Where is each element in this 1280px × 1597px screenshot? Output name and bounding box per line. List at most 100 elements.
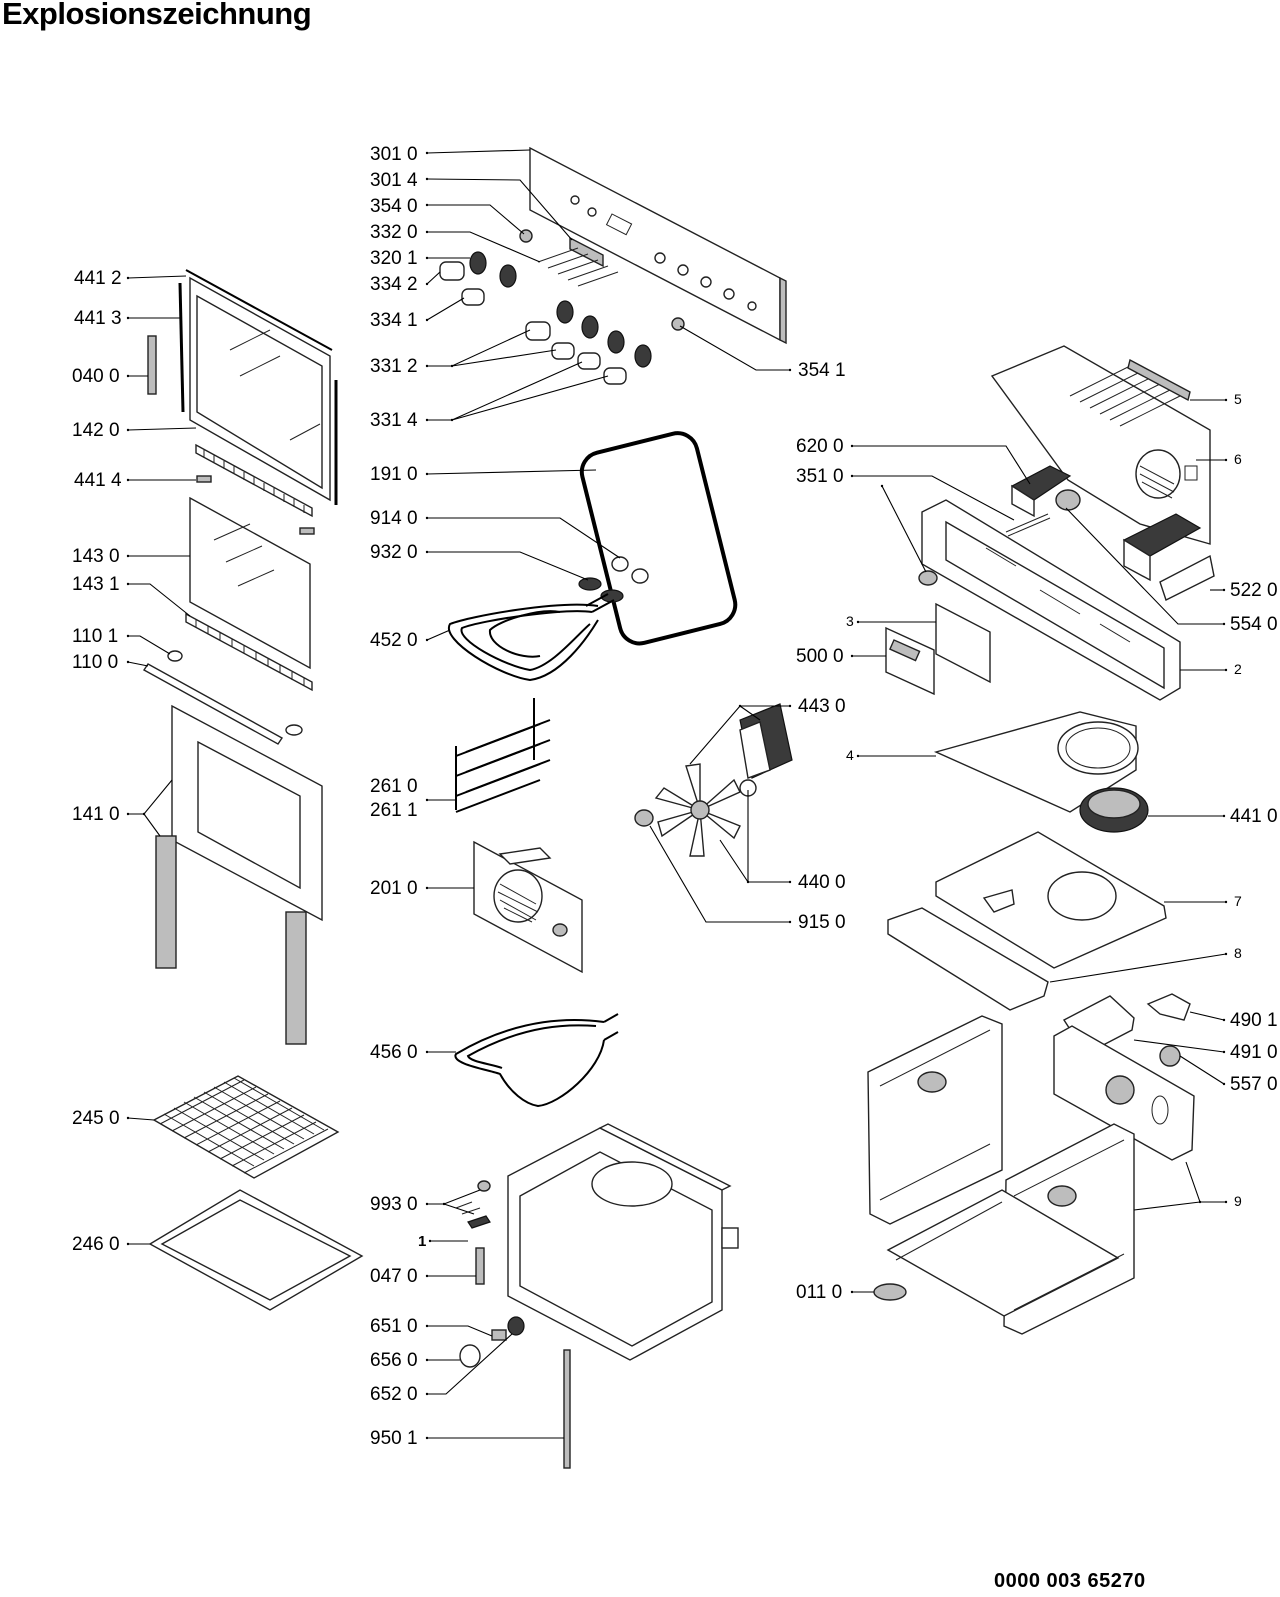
leader-line (443, 1203, 475, 1215)
leader-line (427, 1189, 481, 1205)
callout-label: 143 1 (72, 574, 120, 595)
leader-anchor (788, 920, 792, 924)
leader-anchor (425, 282, 429, 286)
leader-anchor (856, 620, 860, 624)
part-oven-cavity (507, 1123, 739, 1361)
leader-anchor (126, 276, 130, 280)
leader-anchor (126, 1116, 130, 1120)
leader-anchor (126, 1242, 130, 1246)
callout-label: 950 1 (370, 1428, 418, 1449)
leader-anchor (126, 554, 130, 558)
callout-label: 331 2 (370, 356, 418, 377)
part-glass-holder-bottom (185, 612, 313, 692)
part-nuts-and-sockets (578, 556, 649, 603)
part-fan-motor (739, 703, 793, 797)
leader-anchor (1222, 588, 1226, 592)
callout-label: 522 0 (1230, 580, 1278, 601)
callout-label: 047 0 (370, 1266, 418, 1287)
leader-line (427, 361, 583, 421)
callout-label: 3 (846, 613, 854, 629)
callout-label: 110 1 (72, 626, 118, 647)
callout-label: 441 3 (74, 308, 122, 329)
leader-anchor (428, 1239, 432, 1243)
callout-label: 441 0 (1230, 806, 1278, 827)
leader-line (1049, 953, 1227, 983)
callout-label: 7 (1234, 893, 1242, 909)
leader-line (426, 149, 531, 154)
part-top-cover-and-cooling (990, 345, 1211, 545)
callout-label: 652 0 (370, 1384, 418, 1405)
leader-anchor (425, 151, 429, 155)
part-side-racks (455, 698, 551, 813)
leader-anchor (126, 812, 130, 816)
leader-anchor (856, 754, 860, 758)
callout-label: 914 0 (370, 508, 418, 529)
callout-label: 334 2 (370, 274, 418, 295)
callout-label: 141 0 (72, 804, 120, 825)
callout-label: 8 (1234, 945, 1242, 961)
leader-line (427, 1333, 513, 1395)
leader-line (127, 275, 187, 279)
part-spacer (196, 475, 212, 483)
leader-line (451, 349, 557, 367)
leader-anchor (1224, 668, 1228, 672)
leader-anchor (425, 230, 429, 234)
leader-lines (126, 149, 1228, 1440)
leader-line (128, 779, 173, 815)
leader-line (1185, 1161, 1226, 1203)
leader-anchor (425, 516, 429, 520)
leader-line (1189, 1011, 1225, 1021)
part-oven-gasket (579, 431, 738, 646)
leader-line (127, 1117, 155, 1121)
callout-label: 456 0 (370, 1042, 418, 1063)
callout-label: 5 (1234, 391, 1242, 407)
leader-anchor (425, 1050, 429, 1054)
callout-label: 143 0 (72, 546, 120, 567)
part-bottom-heating-element (454, 1013, 619, 1108)
leader-anchor (425, 1358, 429, 1362)
callout-label: 4 (846, 747, 854, 763)
callout-label: 6 (1234, 451, 1242, 467)
callout-label: 452 0 (370, 630, 418, 651)
leader-anchor (425, 1202, 429, 1206)
callout-label: 557 0 (1230, 1074, 1278, 1095)
parts-layer (142, 146, 1215, 1469)
callout-label: 301 0 (370, 144, 418, 165)
part-door-hinge (142, 650, 303, 745)
part-front-frame (921, 499, 1181, 701)
leader-anchor (425, 1392, 429, 1396)
callout-label: 301 4 (370, 170, 418, 191)
part-knobs (439, 251, 652, 385)
part-top-heating-element (447, 593, 615, 682)
leader-line (649, 825, 790, 923)
callout-label: 142 0 (72, 420, 120, 441)
leader-anchor (850, 444, 854, 448)
leader-anchor (788, 704, 792, 708)
leader-anchor (442, 1202, 446, 1206)
callout-label: 620 0 (796, 436, 844, 457)
leader-line (426, 629, 451, 641)
part-lamp-354-1 (671, 317, 685, 331)
part-baking-tray (148, 1189, 364, 1311)
leader-anchor (1224, 398, 1228, 402)
leader-anchor (1224, 1200, 1228, 1204)
leader-anchor (850, 474, 854, 478)
callout-label: 443 0 (798, 696, 846, 717)
callout-label: 1 (418, 1233, 426, 1250)
leader-line (128, 583, 191, 617)
callout-label: 331 4 (370, 410, 418, 431)
callout-label: 441 4 (74, 470, 122, 491)
leader-anchor (425, 886, 429, 890)
callout-label: 500 0 (796, 646, 844, 667)
leader-anchor (1222, 622, 1226, 626)
leader-line (427, 517, 621, 559)
leader-line (1133, 1201, 1201, 1211)
leader-line (427, 329, 531, 367)
callout-label: 246 0 (72, 1234, 120, 1255)
leader-anchor (126, 478, 130, 482)
part-rear-panel (1053, 1025, 1195, 1161)
leader-line (1065, 507, 1224, 625)
part-glass-holder-top (195, 443, 313, 518)
part-small-fasteners (455, 1180, 571, 1469)
leader-anchor (425, 472, 429, 476)
